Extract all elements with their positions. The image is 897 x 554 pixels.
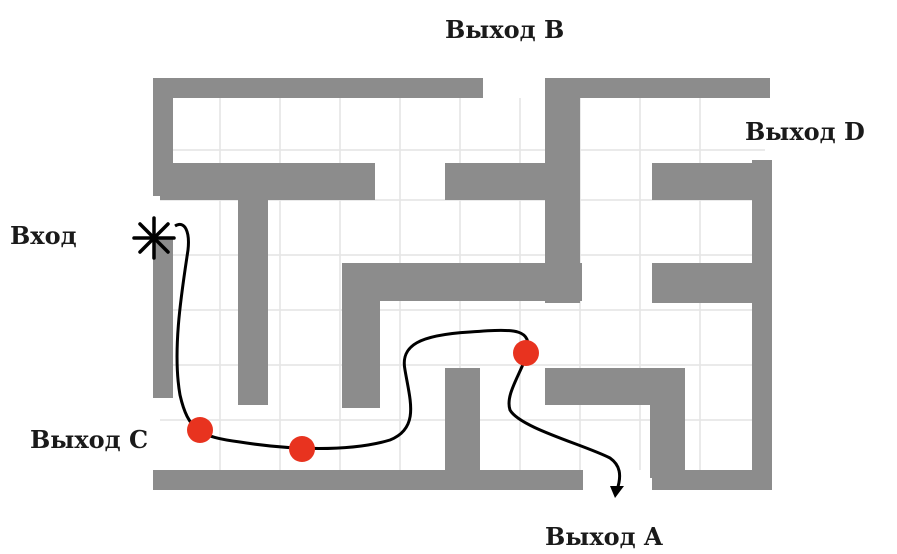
red-dot-icon <box>289 436 315 462</box>
exit-c-label: Выход C <box>30 425 148 454</box>
asterisk-icon <box>132 216 176 260</box>
red-dot-icon <box>187 417 213 443</box>
exit-b-label: Выход B <box>445 15 564 44</box>
red-dot-icon <box>513 340 539 366</box>
route-path <box>174 223 622 491</box>
exit-d-label: Выход D <box>745 117 865 146</box>
arrow-head-icon <box>610 486 624 498</box>
entrance-label: Вход <box>10 221 77 250</box>
maze-walls <box>153 78 772 490</box>
exit-a-label: Выход A <box>545 522 663 551</box>
